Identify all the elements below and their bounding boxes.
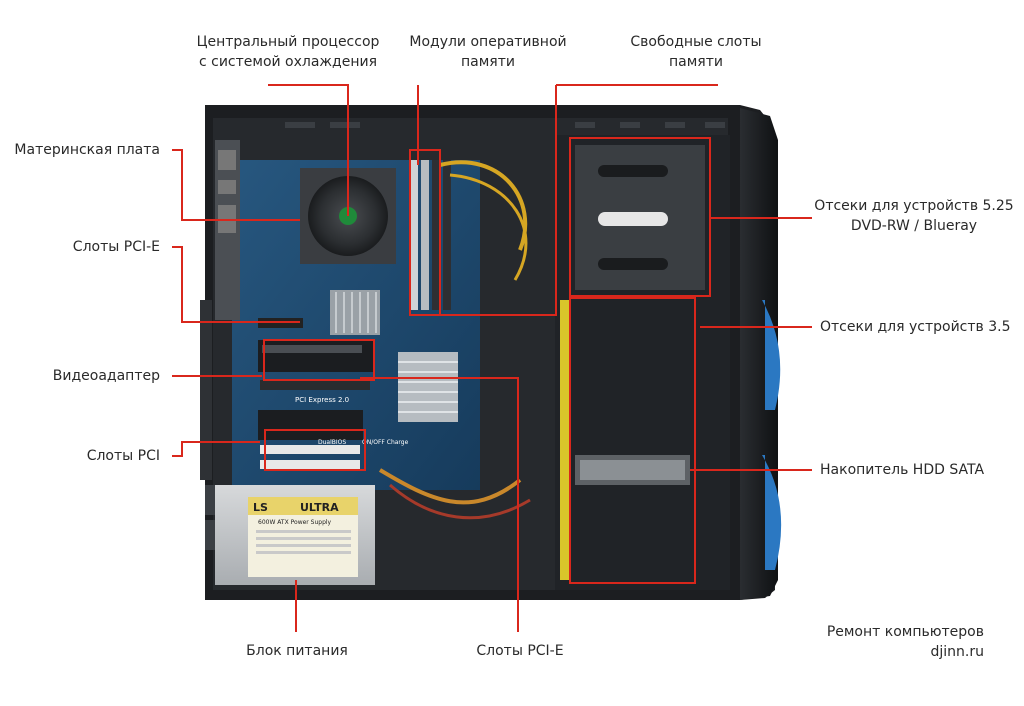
label-pcie-left: Слоты PCI-E: [72, 239, 160, 255]
outline-bays-525: [569, 137, 711, 297]
callout-cpu-line: [268, 84, 349, 216]
label-bay-525-line1: Отсеки для устройств 5.25: [814, 198, 1014, 214]
credit-line2: djinn.ru: [930, 644, 985, 660]
outline-gpu: [263, 339, 375, 381]
psu-brand: LS: [253, 501, 268, 514]
callout-freeslots-line: [440, 85, 557, 316]
label-gpu: Видеоадаптер: [52, 368, 160, 384]
drive-cage: [555, 135, 730, 590]
callout-lines: [172, 84, 812, 632]
label-bay-525-line2: DVD-RW / Blueray: [850, 218, 978, 234]
outline-bays-35: [569, 297, 696, 584]
callout-pcie-left-line: [172, 246, 300, 323]
label-hdd: Накопитель HDD SATA: [820, 462, 985, 478]
label-free-slots-line2: памяти: [669, 54, 723, 70]
label-cpu-line1: Центральный процессор: [196, 34, 380, 50]
board-print-onoff: ON/OFF Charge: [362, 439, 409, 446]
label-pci: Слоты PCI: [86, 448, 160, 464]
ram-modules: [410, 160, 451, 310]
callout-motherboard-line: [172, 149, 300, 221]
credit: Ремонт компьютеров djinn.ru: [790, 622, 984, 662]
board-print-dualbios: DualBIOS: [318, 439, 346, 446]
psu-subtitle: 600W ATX Power Supply: [258, 519, 332, 526]
callout-pcie-bottom-line: [360, 377, 519, 632]
board-print-pciexpress: PCI Express 2.0: [295, 396, 349, 404]
label-cpu: Центральный процессор с системой охлажде…: [192, 32, 384, 72]
graphics-card: [258, 340, 373, 372]
label-ram: Модули оперативной памяти: [402, 32, 574, 72]
label-motherboard: Материнская плата: [14, 142, 160, 158]
outline-ram: [409, 149, 441, 316]
outline-pci: [264, 429, 366, 471]
label-ram-line2: памяти: [461, 54, 515, 70]
label-bay-525: Отсеки для устройств 5.25 DVD-RW / Bluer…: [814, 196, 1014, 236]
label-bay-35: Отсеки для устройств 3.5: [820, 319, 1011, 335]
label-ram-line1: Модули оперативной: [409, 34, 567, 50]
credit-line1: Ремонт компьютеров: [826, 624, 984, 640]
label-pcie-bottom: Слоты PCI-E: [476, 643, 564, 659]
front-fan-light-bottom: [762, 455, 782, 570]
southbridge-heatsink: [398, 352, 458, 422]
label-free-slots: Свободные слоты памяти: [616, 32, 776, 72]
label-free-slots-line1: Свободные слоты: [630, 34, 762, 50]
callout-outlines: [263, 137, 711, 584]
psu-model: ULTRA: [300, 501, 339, 514]
label-cpu-line2: с системой охлаждения: [198, 54, 378, 70]
callout-pci-line: [172, 441, 260, 457]
label-psu: Блок питания: [246, 643, 348, 659]
power-supply: LS ULTRA 600W ATX Power Supply: [215, 485, 375, 585]
motherboard: PCI Express 2.0 DualBIOS ON/OFF Charge: [215, 140, 531, 520]
northbridge-heatsink: [330, 290, 380, 335]
